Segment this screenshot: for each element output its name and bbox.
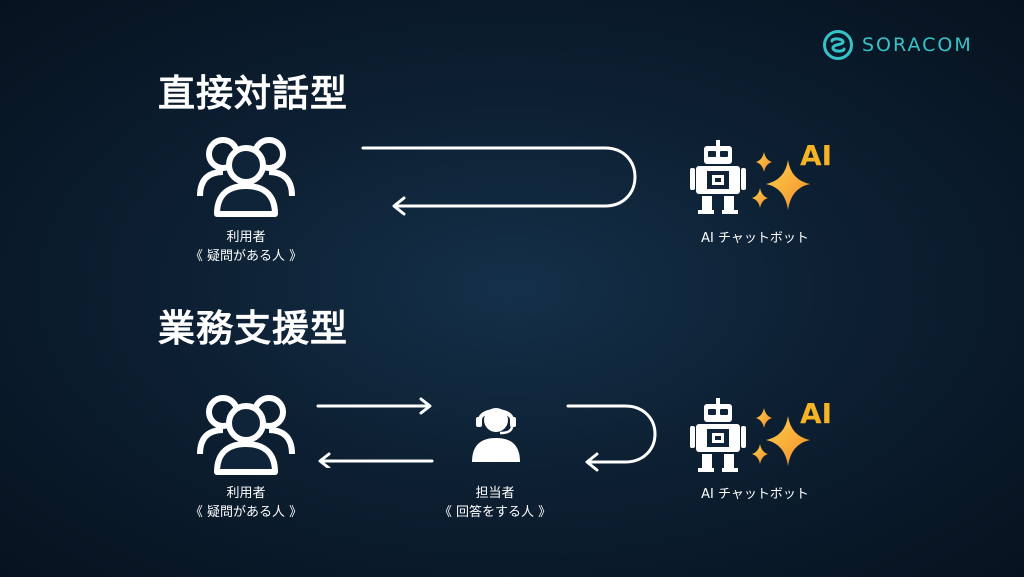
sparkles-icon <box>752 408 810 466</box>
operator-icon <box>472 408 520 462</box>
staff-label: 担当者 《 回答をする人 》 <box>420 484 570 522</box>
soracom-logo: SORACOM <box>822 28 973 62</box>
user-label-direct: 利用者 《 疑問がある人 》 <box>166 228 326 266</box>
round-trip-arrow <box>361 146 637 216</box>
sparkles-icon <box>752 152 810 210</box>
robot-icon <box>690 398 746 472</box>
ai-badge-support: AI <box>800 397 833 430</box>
section-title-direct: 直接対話型 <box>158 72 348 115</box>
user-label-support: 利用者 《 疑問がある人 》 <box>166 484 326 522</box>
soracom-logo-icon <box>823 30 853 60</box>
bot-label-support: AI チャットボット <box>701 487 809 502</box>
staff-label-line1: 担当者 <box>475 486 515 501</box>
staff-label-line2: 《 回答をする人 》 <box>438 505 552 520</box>
user-label-support-line2: 《 疑問がある人 》 <box>189 505 303 520</box>
user-staff-arrows <box>316 397 434 468</box>
user-group-icon <box>197 395 295 475</box>
bot-label-direct: AI チャットボット <box>701 231 809 246</box>
user-label-direct-line2: 《 疑問がある人 》 <box>189 249 303 264</box>
section-title-support: 業務支援型 <box>158 307 348 350</box>
ai-badge-direct: AI <box>800 139 833 172</box>
logo-text: SORACOM <box>862 34 973 56</box>
user-group-icon <box>197 137 295 217</box>
u-turn-arrow <box>566 404 657 472</box>
user-label-direct-line1: 利用者 <box>226 230 266 245</box>
robot-icon <box>690 140 746 214</box>
user-label-support-line1: 利用者 <box>226 486 266 501</box>
